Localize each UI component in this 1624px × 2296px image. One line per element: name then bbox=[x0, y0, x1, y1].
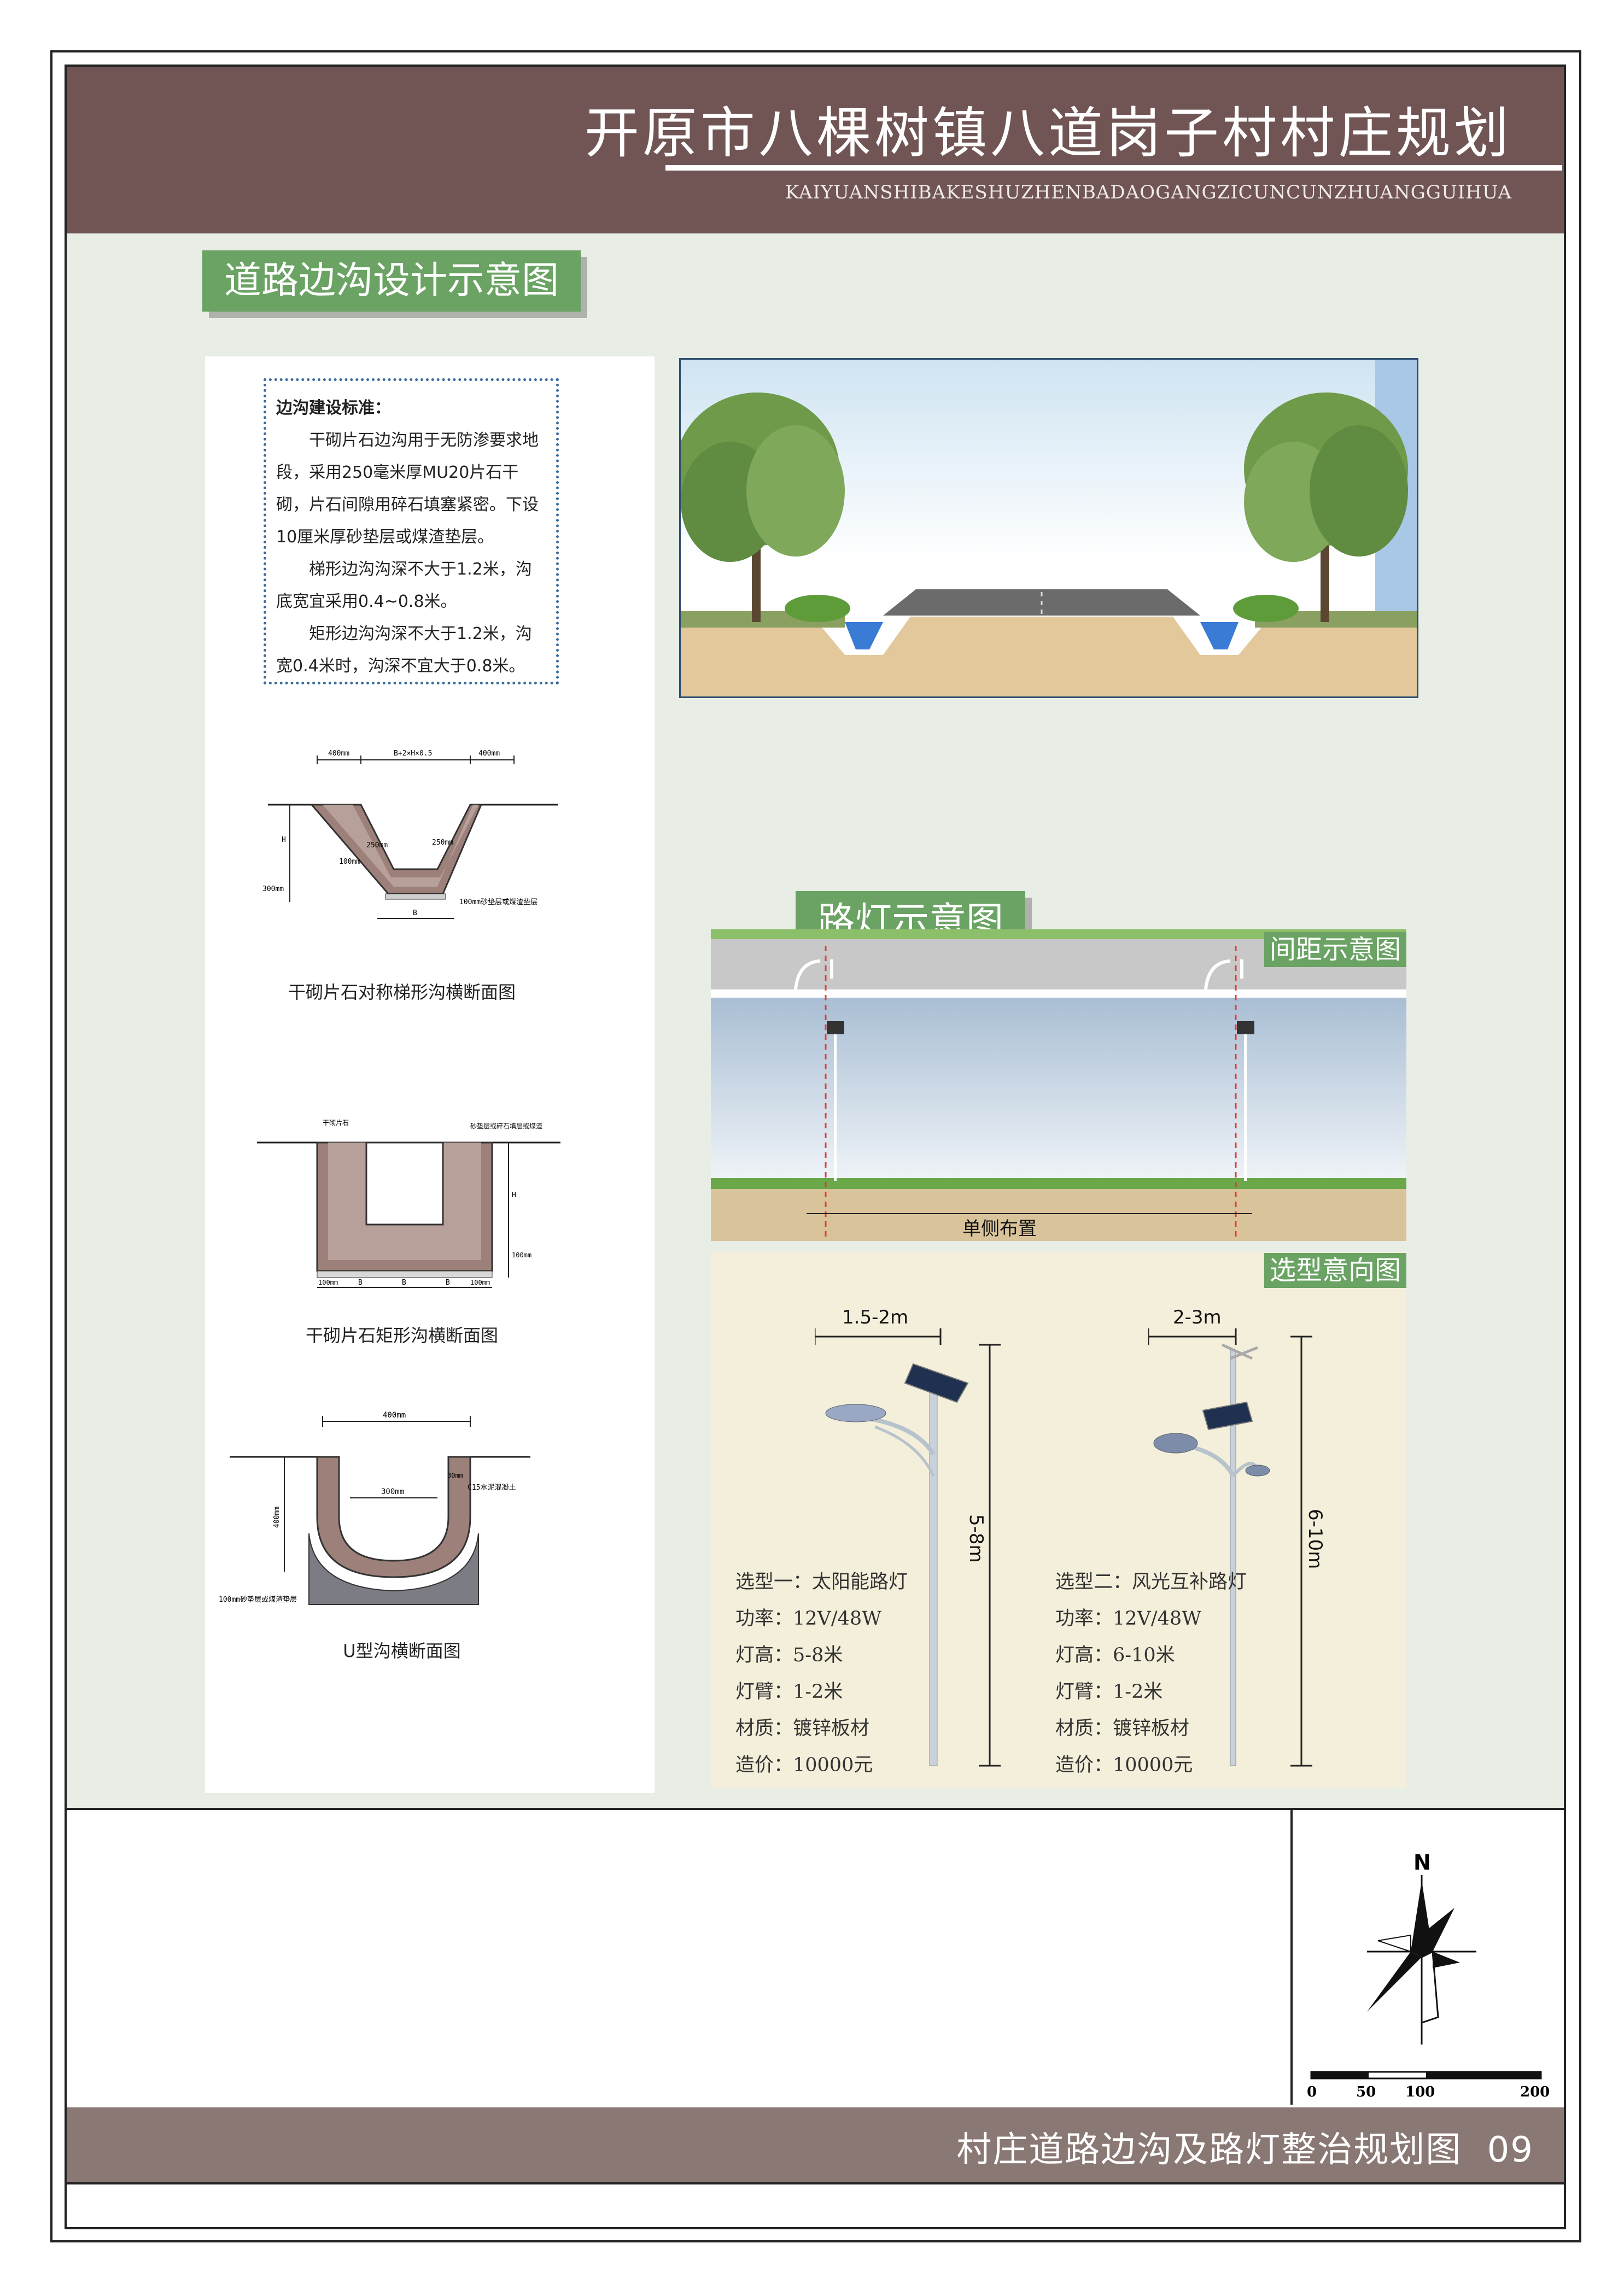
lamp1-material: 材质：镀锌板材 bbox=[735, 1718, 870, 1739]
outer-frame bbox=[50, 50, 1581, 2242]
page-title: 开原市八棵树镇八道岗子村村庄规划 bbox=[585, 101, 1512, 165]
lamp2-power: 功率：12V/48W bbox=[1055, 1608, 1202, 1630]
lamp2-arm-dim: 2-3m bbox=[1173, 1307, 1222, 1328]
lamp-spacing-illustration bbox=[711, 929, 1406, 1241]
page-subtitle-pinyin: KAIYUANSHIBAKESHUZHENBADAOGANGZICUNCUNZH… bbox=[785, 181, 1512, 203]
lamp1-cost: 造价：10000元 bbox=[735, 1754, 873, 1776]
lamp1-power: 功率：12V/48W bbox=[735, 1608, 882, 1630]
road-section-rendering bbox=[679, 358, 1418, 698]
lamp2-height-dim: 6-10m bbox=[1304, 1509, 1326, 1569]
scale-label: 0 bbox=[1307, 2084, 1317, 2100]
north-label: N bbox=[1413, 1850, 1431, 1875]
content-bottom-divider bbox=[67, 1808, 1564, 1810]
dim-label: 100mm砂垫层或煤渣垫层 bbox=[459, 898, 538, 906]
dim-label: 100mm bbox=[512, 1251, 531, 1259]
standard-paragraph: 干砌片石边沟用于无防渗要求地段，采用250毫米厚MU20片石干砌，片石间隙用碎石… bbox=[276, 431, 539, 547]
dim-label: 400mm bbox=[273, 1507, 281, 1528]
lamp2-material: 材质：镀锌板材 bbox=[1055, 1718, 1190, 1739]
trapezoid-ditch-diagram: 400mm B+2×H×0.5 400mm 250mm 250mm 100mm … bbox=[262, 749, 558, 919]
dim-label: 400mm bbox=[478, 749, 500, 758]
title-underline bbox=[665, 165, 1562, 171]
wind-solar-lamp-illustration bbox=[1148, 1328, 1312, 1767]
dim-label: 400mm bbox=[383, 1411, 406, 1420]
dim-label: 300mm bbox=[381, 1487, 404, 1496]
standard-heading: 边沟建设标准： bbox=[276, 399, 391, 418]
trapezoid-ditch-caption: 干砌片石对称梯形沟横断面图 bbox=[288, 982, 516, 1003]
road-section-illustration bbox=[681, 360, 1417, 696]
drawing-title: 村庄道路边沟及路灯整治规划图 bbox=[956, 2130, 1462, 2170]
dim-label: B bbox=[402, 1279, 406, 1287]
solar-lamp-illustration bbox=[815, 1328, 1001, 1767]
ditch-standard-box: 边沟建设标准： 干砌片石边沟用于无防渗要求地段，采用250毫米厚MU20片石干砌… bbox=[264, 378, 559, 684]
spacing-label: 单侧布置 bbox=[962, 1218, 1037, 1240]
compass-divider bbox=[1290, 1809, 1293, 2105]
dim-label: B bbox=[413, 909, 417, 917]
scale-label: 50 bbox=[1356, 2084, 1376, 2100]
ditch-section-title: 道路边沟设计示意图 bbox=[202, 250, 581, 312]
spacing-tag: 间距示意图 bbox=[1264, 932, 1406, 967]
dim-label: 250mm bbox=[432, 839, 453, 847]
page-number: 09 bbox=[1487, 2130, 1534, 2170]
lamp2-arm: 灯臂：1-2米 bbox=[1055, 1681, 1163, 1703]
dim-label: 100mm bbox=[339, 858, 360, 866]
standard-paragraph: 矩形边沟沟深不大于1.2米，沟宽0.4米时，沟深不宜大于0.8米。 bbox=[276, 624, 532, 676]
header-banner: 开原市八棵树镇八道岗子村村庄规划 KAIYUANSHIBAKESHUZHENBA… bbox=[67, 67, 1564, 233]
standard-paragraph: 梯形边沟沟深不大于1.2米，沟底宽宜采用0.4~0.8米。 bbox=[276, 560, 532, 611]
inner-frame bbox=[65, 65, 1566, 2229]
footer-bar: 村庄道路边沟及路灯整治规划图 09 bbox=[67, 2107, 1564, 2182]
scale-label: 200 bbox=[1520, 2084, 1550, 2100]
rectangular-ditch-diagram: 干砌片石 砂垫层或碎石填层或煤渣 H 100mm 100mm B B B 100… bbox=[257, 1119, 560, 1288]
footer-bottom-divider bbox=[67, 2182, 1564, 2184]
u-ditch-caption: U型沟横断面图 bbox=[343, 1641, 461, 1661]
dim-label: 干砌片石 bbox=[323, 1119, 349, 1127]
dim-label: 250mm bbox=[366, 841, 388, 850]
selection-tag: 选型意向图 bbox=[1264, 1253, 1406, 1288]
lamp2-type: 选型二：风光互补路灯 bbox=[1055, 1571, 1247, 1593]
lamp1-type: 选型一：太阳能路灯 bbox=[735, 1571, 908, 1593]
lamp2-cost: 造价：10000元 bbox=[1055, 1754, 1193, 1776]
lamp1-arm-dim: 1.5-2m bbox=[842, 1307, 909, 1328]
rectangular-ditch-caption: 干砌片石矩形沟横断面图 bbox=[305, 1325, 498, 1346]
dim-label: B bbox=[358, 1279, 363, 1287]
dim-label: 400mm bbox=[328, 749, 349, 758]
dim-label: 100mm bbox=[470, 1279, 490, 1286]
lamp-spacing-diagram: 间距示意图 单侧布置 bbox=[711, 929, 1406, 1241]
dim-label: 300mm bbox=[262, 885, 284, 893]
dim-label: B+2×H×0.5 bbox=[394, 749, 432, 758]
dim-label: 砂垫层或碎石填层或煤渣 bbox=[470, 1122, 542, 1130]
scale-label: 100 bbox=[1405, 2084, 1435, 2100]
north-arrow-compass: N 0 50 100 200 bbox=[1307, 1850, 1550, 2100]
u-ditch-diagram: 400mm 300mm 30mm C15水泥混凝土 400mm 100mm砂垫层… bbox=[219, 1411, 530, 1605]
lamp1-height-dim: 5-8m bbox=[965, 1514, 987, 1563]
dim-label: H bbox=[282, 836, 286, 844]
dim-label: B bbox=[446, 1279, 450, 1287]
lamp1-height: 灯高：5-8米 bbox=[735, 1644, 843, 1666]
dim-label: 100mm砂垫层或煤渣垫层 bbox=[219, 1595, 297, 1604]
dim-label: 30mm bbox=[447, 1472, 463, 1479]
lamp2-height: 灯高：6-10米 bbox=[1055, 1644, 1175, 1666]
dim-label: C15水泥混凝土 bbox=[468, 1483, 516, 1492]
footer-title: 村庄道路边沟及路灯整治规划图 09 bbox=[956, 2122, 1534, 2172]
dim-label: H bbox=[512, 1191, 516, 1199]
lamp1-arm: 灯臂：1-2米 bbox=[735, 1681, 843, 1703]
lamp-selection-diagram: 选型意向图 1.5-2m 5-8m 2-3m 6-10m 选型一：太阳能路灯 bbox=[711, 1252, 1406, 1788]
dim-label: 100mm bbox=[318, 1279, 338, 1286]
